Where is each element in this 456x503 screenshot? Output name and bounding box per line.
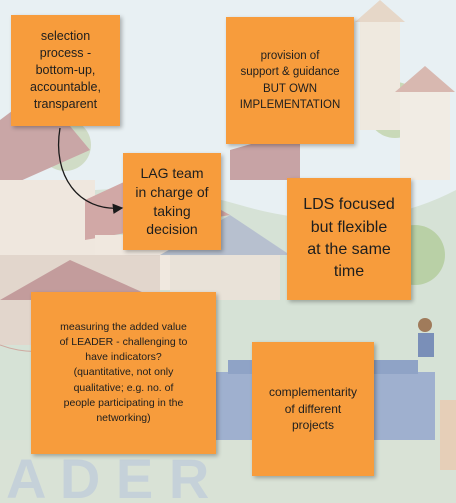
svg-text:A D E R: A D E R	[6, 447, 209, 503]
note-support-guidance-text: provision of support & guidance BUT OWN …	[239, 50, 341, 111]
note-selection-process-text: selection process - bottom-up, accountab…	[30, 29, 101, 111]
note-measuring-added-value: measuring the added value of LEADER - ch…	[31, 292, 216, 454]
note-measuring-added-value-text: measuring the added value of LEADER - ch…	[59, 320, 188, 425]
note-lds-focused: LDS focused but flexible at the same tim…	[287, 178, 411, 300]
note-complementarity: complementarity of different projects	[252, 342, 374, 476]
note-lag-team-text: LAG team in charge of taking decision	[135, 164, 209, 238]
note-lds-focused-text: LDS focused but flexible at the same tim…	[303, 196, 395, 281]
note-support-guidance: provision of support & guidance BUT OWN …	[226, 17, 354, 144]
note-selection-process: selection process - bottom-up, accountab…	[11, 15, 120, 126]
note-lag-team: LAG team in charge of taking decision	[123, 153, 221, 250]
note-complementarity-text: complementarity of different projects	[268, 384, 358, 433]
